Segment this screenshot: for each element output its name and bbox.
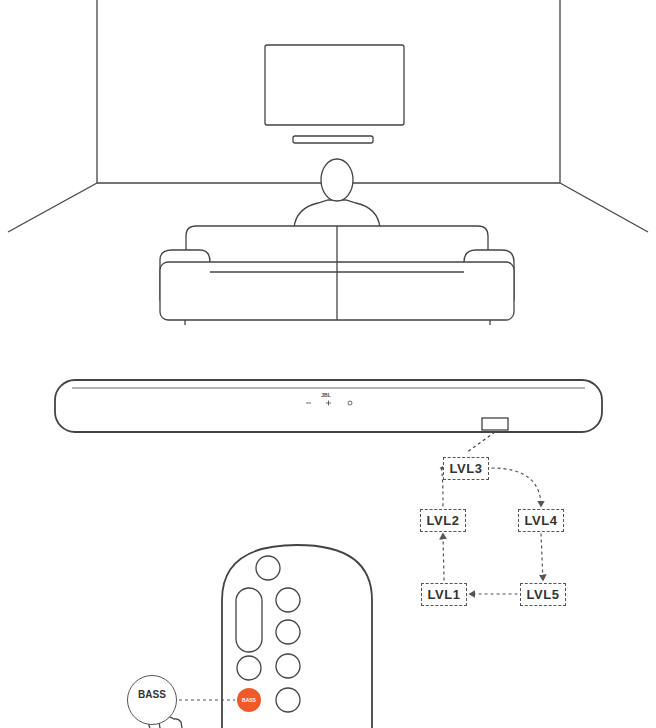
node-text: BASS <box>242 697 256 703</box>
node-text: LVL5 <box>527 587 560 602</box>
level-box: LVL1 <box>421 583 468 606</box>
node-text: BASS <box>138 689 166 700</box>
bass-callout: BASS <box>127 675 177 725</box>
level-box: LVL5 <box>520 583 567 606</box>
node-text: LVL2 <box>427 513 460 528</box>
person <box>294 159 380 228</box>
sofa <box>160 226 514 325</box>
bass-button: BASS <box>237 688 261 712</box>
brand-logo: JBL <box>321 392 330 398</box>
cycle-arrow <box>469 593 517 594</box>
leader-line <box>179 699 235 700</box>
remote <box>222 545 372 728</box>
cycle-arrow <box>491 468 541 507</box>
cycle-arrow <box>443 534 444 581</box>
level-box: LVL3 <box>443 457 490 480</box>
node-text: LVL4 <box>525 513 558 528</box>
display-leader <box>466 432 495 453</box>
node-text: LVL1 <box>428 587 461 602</box>
cycle-arrow <box>541 534 543 581</box>
room <box>8 0 648 232</box>
tv <box>265 45 404 125</box>
level-box: LVL2 <box>420 509 467 532</box>
level-box: LVL4 <box>518 509 565 532</box>
small-soundbar <box>293 136 373 143</box>
node-text: LVL3 <box>450 461 483 476</box>
soundbar <box>55 380 602 432</box>
